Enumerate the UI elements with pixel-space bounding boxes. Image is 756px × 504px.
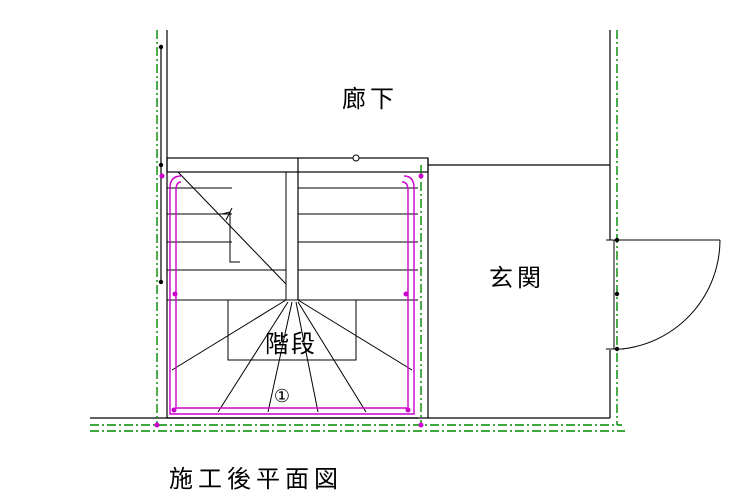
winder-line bbox=[171, 299, 287, 371]
room-label-entrance: 玄関 bbox=[489, 264, 545, 292]
door-swing-arc bbox=[621, 239, 721, 350]
marker-dot bbox=[158, 162, 164, 168]
winder-line bbox=[295, 301, 319, 413]
bracket bbox=[159, 173, 165, 179]
marker-dot bbox=[158, 279, 164, 285]
bracket bbox=[405, 407, 411, 413]
bracket bbox=[172, 291, 178, 297]
bracket bbox=[418, 422, 424, 428]
guide-markers bbox=[158, 44, 620, 352]
break-symbol-2 bbox=[225, 207, 233, 221]
winder-line bbox=[297, 299, 413, 371]
marker-dot bbox=[614, 291, 620, 297]
bracket bbox=[418, 173, 424, 179]
bracket bbox=[403, 291, 409, 297]
handrail-inner bbox=[175, 181, 409, 409]
room-label-corridor: 廊下 bbox=[342, 85, 398, 113]
handrail-brackets bbox=[154, 173, 424, 428]
room-label-stairs: 階段 bbox=[265, 330, 317, 358]
handrail-outer bbox=[169, 175, 415, 415]
pivot-point bbox=[352, 154, 360, 162]
point-marker-1: ① bbox=[274, 386, 290, 407]
guide-lines bbox=[90, 30, 625, 432]
break-line bbox=[177, 171, 287, 285]
stair-treads bbox=[167, 154, 418, 413]
entrance-door bbox=[606, 239, 721, 350]
winder-line bbox=[217, 301, 289, 413]
marker-dot bbox=[158, 44, 164, 50]
break-symbol bbox=[221, 211, 240, 263]
winder-line bbox=[297, 301, 367, 413]
drawing-caption: 施工後平面図 bbox=[169, 465, 343, 493]
bracket bbox=[171, 407, 177, 413]
landing-box bbox=[227, 299, 357, 361]
handrails bbox=[169, 175, 415, 415]
newel-post bbox=[285, 171, 299, 301]
bracket bbox=[154, 422, 160, 428]
winder-line bbox=[267, 301, 293, 413]
